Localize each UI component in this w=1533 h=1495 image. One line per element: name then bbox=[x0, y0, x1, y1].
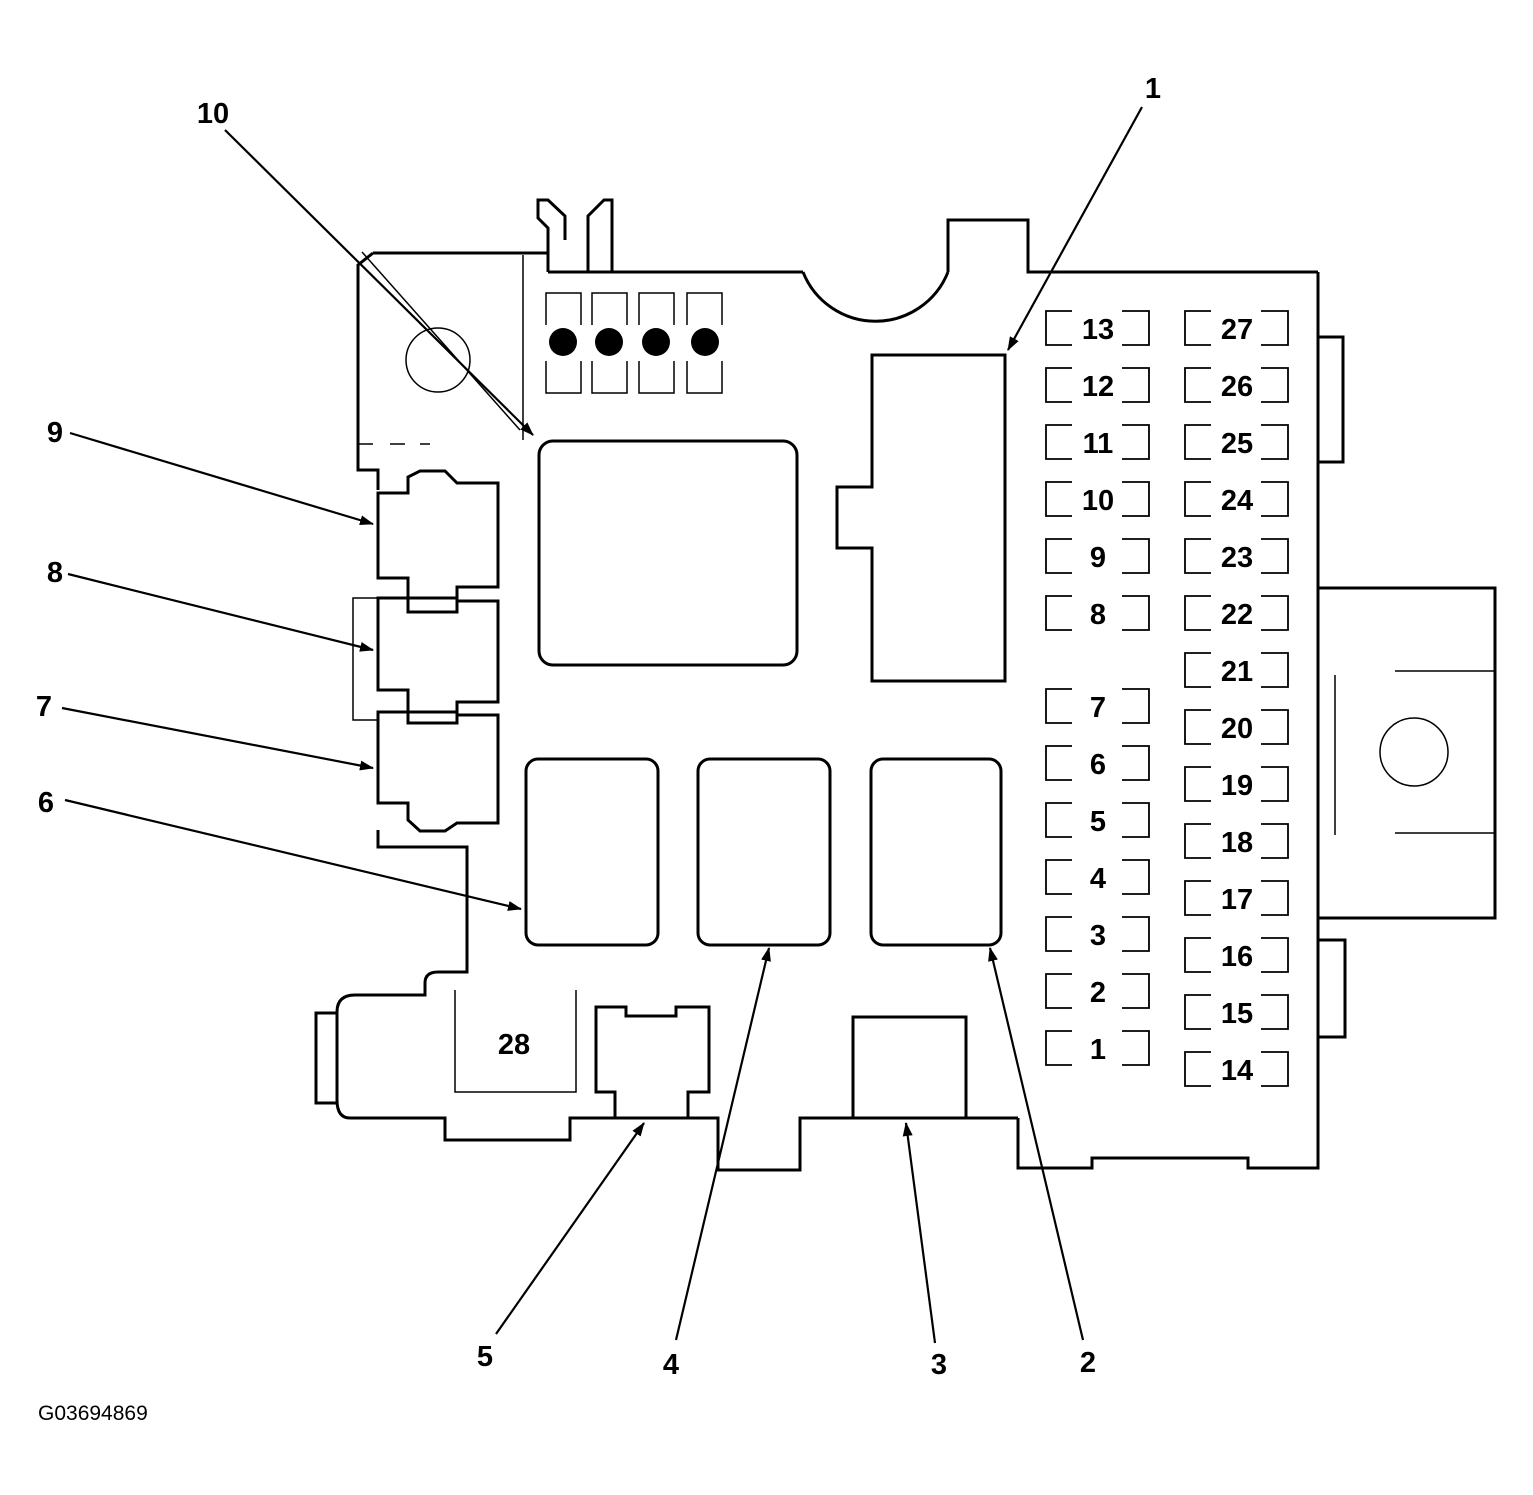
fuse-column-left: 13 12 11 10 9 8 7 6 5 4 3 2 1 bbox=[1045, 310, 1150, 1066]
relay-3 bbox=[851, 1015, 968, 1120]
fuse-label-6: 6 bbox=[1090, 749, 1106, 781]
fuse-8: 8 bbox=[1045, 595, 1150, 631]
fuse-9: 9 bbox=[1045, 538, 1150, 574]
fuse-28-label: 28 bbox=[498, 1029, 530, 1061]
callout-4: 4 bbox=[663, 1349, 679, 1381]
leader-2 bbox=[988, 947, 1085, 1341]
fuse-4: 4 bbox=[1045, 859, 1150, 895]
leader-1 bbox=[1007, 106, 1143, 351]
leader-8 bbox=[67, 572, 374, 652]
fuse-15: 15 bbox=[1184, 994, 1289, 1030]
fuse-label-25: 25 bbox=[1221, 428, 1253, 460]
fuse-5: 5 bbox=[1045, 802, 1150, 838]
fuse-25: 25 bbox=[1184, 424, 1289, 460]
fuse-label-3: 3 bbox=[1090, 920, 1106, 952]
fuse-box-housing bbox=[314, 198, 1497, 1172]
relay-10 bbox=[537, 439, 799, 667]
fuse-22: 22 bbox=[1184, 595, 1289, 631]
fuse-label-21: 21 bbox=[1221, 656, 1253, 688]
leader-10 bbox=[224, 129, 534, 436]
fuse-3: 3 bbox=[1045, 916, 1150, 952]
fuse-label-7: 7 bbox=[1090, 692, 1106, 724]
callout-labels: 1 2 3 4 5 6 7 8 9 10 bbox=[36, 73, 1161, 1381]
fuse-label-2: 2 bbox=[1090, 977, 1106, 1009]
fuse-2: 2 bbox=[1045, 973, 1150, 1009]
fuse-label-20: 20 bbox=[1221, 713, 1253, 745]
fuse-label-27: 27 bbox=[1221, 314, 1253, 346]
fuse-label-14: 14 bbox=[1221, 1055, 1253, 1087]
connector-7 bbox=[376, 710, 500, 833]
fuse-label-18: 18 bbox=[1221, 827, 1253, 859]
callout-10: 10 bbox=[197, 98, 229, 130]
relay-4 bbox=[696, 757, 832, 947]
relay-2 bbox=[869, 757, 1003, 947]
fuse-label-1: 1 bbox=[1090, 1034, 1106, 1066]
fuse-label-17: 17 bbox=[1221, 884, 1253, 916]
fuse-21: 21 bbox=[1184, 652, 1289, 688]
fuse-11: 11 bbox=[1045, 424, 1150, 460]
top-terminals bbox=[540, 292, 730, 394]
callout-7: 7 bbox=[36, 691, 52, 723]
fuse-column-right: 27 26 25 24 23 22 21 20 19 18 17 16 15 14 bbox=[1184, 310, 1289, 1087]
fuse-label-26: 26 bbox=[1221, 371, 1253, 403]
fuse-label-15: 15 bbox=[1221, 998, 1253, 1030]
fuse-label-10: 10 bbox=[1082, 485, 1114, 517]
fuse-27: 27 bbox=[1184, 310, 1289, 346]
fuse-7: 7 bbox=[1045, 688, 1150, 724]
leader-3 bbox=[902, 1122, 937, 1344]
callout-1: 1 bbox=[1145, 73, 1161, 105]
fuse-label-24: 24 bbox=[1221, 485, 1253, 517]
fuse-26: 26 bbox=[1184, 367, 1289, 403]
callout-6: 6 bbox=[38, 787, 54, 819]
leader-5 bbox=[495, 1122, 645, 1335]
callout-leaders bbox=[61, 106, 1143, 1344]
fuse-20: 20 bbox=[1184, 709, 1289, 745]
callout-8: 8 bbox=[47, 557, 63, 589]
fuse-6: 6 bbox=[1045, 745, 1150, 781]
fuse-13: 13 bbox=[1045, 310, 1150, 346]
fuse-label-4: 4 bbox=[1090, 863, 1106, 895]
relay-6 bbox=[524, 757, 660, 947]
callout-9: 9 bbox=[47, 417, 63, 449]
fuse-17: 17 bbox=[1184, 880, 1289, 916]
fuse-16: 16 bbox=[1184, 937, 1289, 973]
fuse-28: 28 bbox=[454, 990, 577, 1093]
fuse-label-13: 13 bbox=[1082, 314, 1114, 346]
fuse-label-19: 19 bbox=[1221, 770, 1253, 802]
callout-2: 2 bbox=[1080, 1347, 1096, 1379]
leader-6 bbox=[64, 798, 522, 911]
connector-9 bbox=[376, 469, 500, 600]
fuse-24: 24 bbox=[1184, 481, 1289, 517]
leader-9 bbox=[69, 431, 374, 526]
fuse-10: 10 bbox=[1045, 481, 1150, 517]
fuse-label-8: 8 bbox=[1090, 599, 1106, 631]
callout-3: 3 bbox=[931, 1349, 947, 1381]
fuse-label-9: 9 bbox=[1090, 542, 1106, 574]
figure-code: G03694869 bbox=[38, 1402, 148, 1425]
fuse-23: 23 bbox=[1184, 538, 1289, 574]
fuse-14: 14 bbox=[1184, 1051, 1289, 1087]
fuse-label-16: 16 bbox=[1221, 941, 1253, 973]
connector-8 bbox=[376, 596, 500, 714]
leader-4 bbox=[674, 947, 771, 1341]
fuse-label-22: 22 bbox=[1221, 599, 1253, 631]
relay-1 bbox=[835, 353, 1007, 683]
fuse-label-11: 11 bbox=[1083, 428, 1114, 460]
fuse-12: 12 bbox=[1045, 367, 1150, 403]
fuse-18: 18 bbox=[1184, 823, 1289, 859]
fuse-label-23: 23 bbox=[1221, 542, 1253, 574]
fuse-1: 1 bbox=[1045, 1030, 1150, 1066]
connector-5 bbox=[594, 1005, 711, 1120]
fuse-19: 19 bbox=[1184, 766, 1289, 802]
fuse-label-12: 12 bbox=[1082, 371, 1114, 403]
leader-7 bbox=[61, 706, 374, 771]
callout-5: 5 bbox=[477, 1341, 493, 1373]
fuse-label-5: 5 bbox=[1090, 806, 1106, 838]
